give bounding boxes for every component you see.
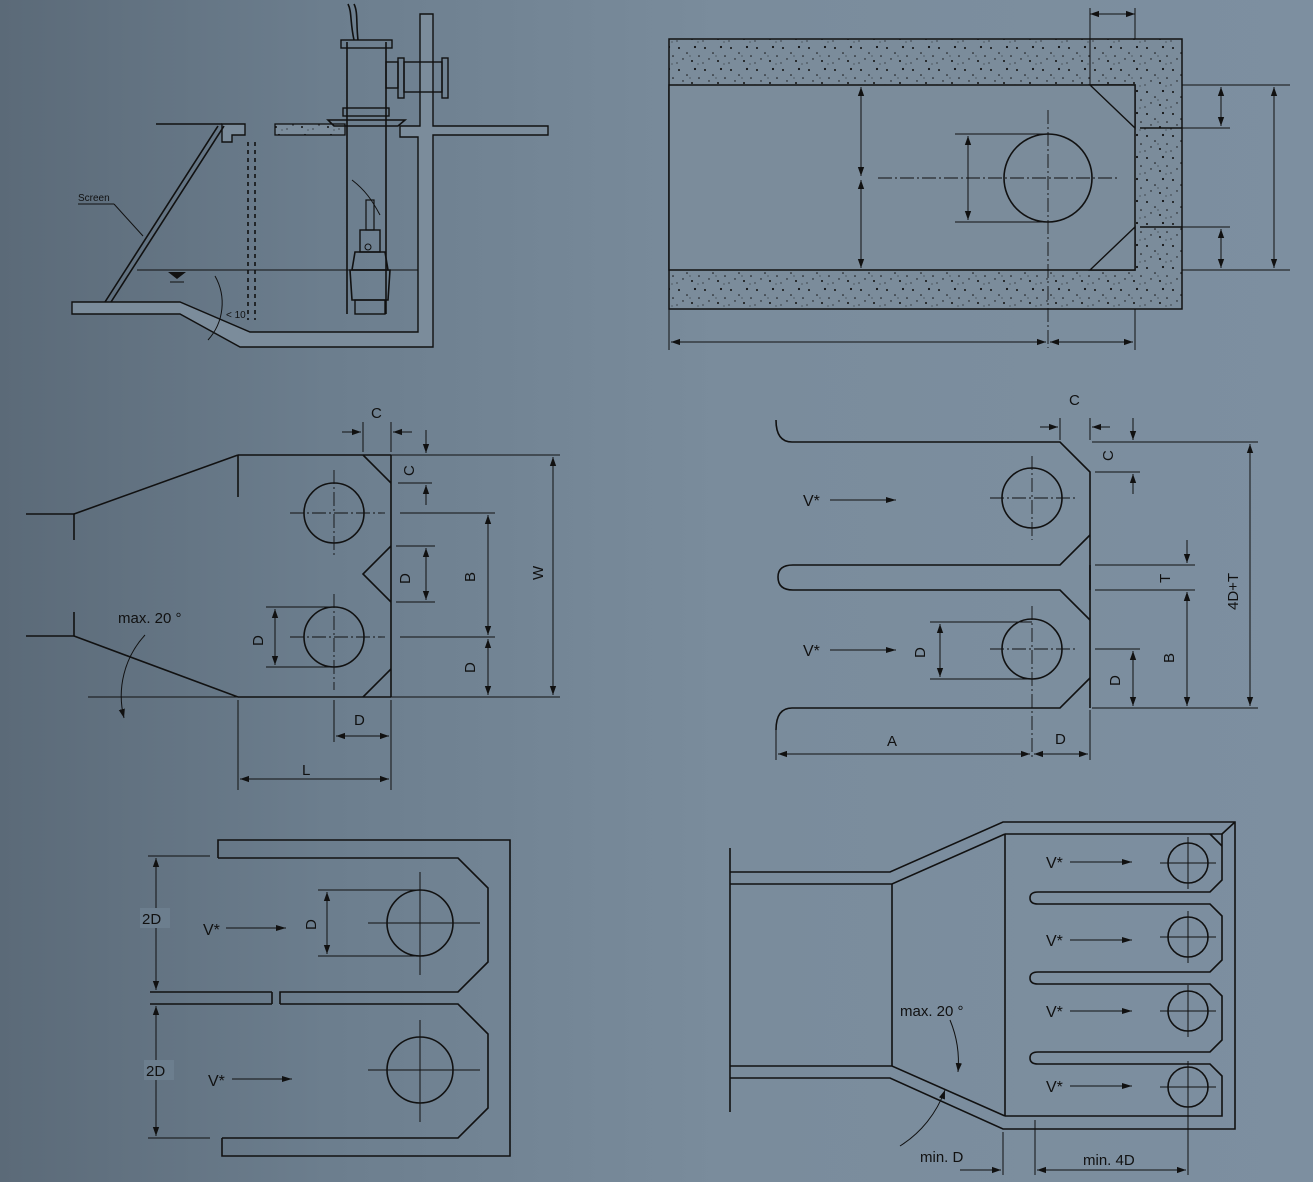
b-label: B: [462, 572, 479, 582]
w-label: W: [530, 565, 547, 580]
flow-label-4: V*: [208, 1073, 225, 1090]
d-label-8: D: [303, 919, 320, 930]
flow-label-3: V*: [203, 922, 220, 939]
screen-label: Screen: [78, 193, 110, 204]
two-d-label-2: 2D: [146, 1063, 165, 1080]
flow-label-2: V*: [803, 643, 820, 660]
b-label-2: B: [1161, 653, 1178, 663]
sump-concrete: [71, 13, 549, 348]
two-d-label-1: 2D: [142, 911, 161, 928]
submersible-pump: [349, 199, 391, 315]
d-label-4: D: [354, 712, 365, 729]
flow-label-1: V*: [803, 493, 820, 510]
flow-label-6: V*: [1046, 933, 1063, 950]
d-label-7: D: [1055, 731, 1066, 748]
sump-section-drawing: Screen < 10: [71, 3, 549, 348]
divided-sump-drawing: V* V* C C T B 4D+T D D: [775, 392, 1258, 760]
two-pump-sump-drawing: W B D D C C D D L max. 2: [26, 405, 560, 790]
d-label-3: D: [250, 635, 267, 646]
max-angle-label-2: max. 20 °: [900, 1003, 964, 1020]
four-d-t-label: 4D+T: [1225, 573, 1242, 610]
sump-plan-drawing: [668, 8, 1290, 350]
c-label-2-side: C: [1100, 450, 1117, 461]
angle-label: < 10: [226, 310, 246, 321]
t-label: T: [1157, 574, 1174, 583]
ladder: [247, 142, 256, 320]
max-angle-label-1: max. 20 °: [118, 610, 182, 627]
two-d-channel-drawing: D 2D 2D V* V*: [140, 839, 511, 1157]
pump-circles-four: [1160, 837, 1216, 1175]
min-d-label: min. D: [920, 1149, 964, 1166]
c-label-2-top: C: [1069, 392, 1080, 409]
a-label: A: [887, 733, 897, 750]
flow-label-5: V*: [1046, 855, 1063, 872]
flow-label-7: V*: [1046, 1004, 1063, 1021]
d-label-6: D: [1107, 675, 1124, 686]
l-label: L: [302, 762, 310, 779]
d-label-2: D: [397, 573, 414, 584]
c-label-top: C: [371, 405, 382, 422]
four-pump-inlet-drawing: V* V* V* V* max. 20 ° min. D min. 4D: [729, 821, 1236, 1175]
c-label-side: C: [401, 465, 418, 476]
d-label-1: D: [462, 662, 479, 673]
d-label-5: D: [912, 647, 929, 658]
min-4d-label: min. 4D: [1083, 1152, 1135, 1169]
flow-label-8: V*: [1046, 1079, 1063, 1096]
